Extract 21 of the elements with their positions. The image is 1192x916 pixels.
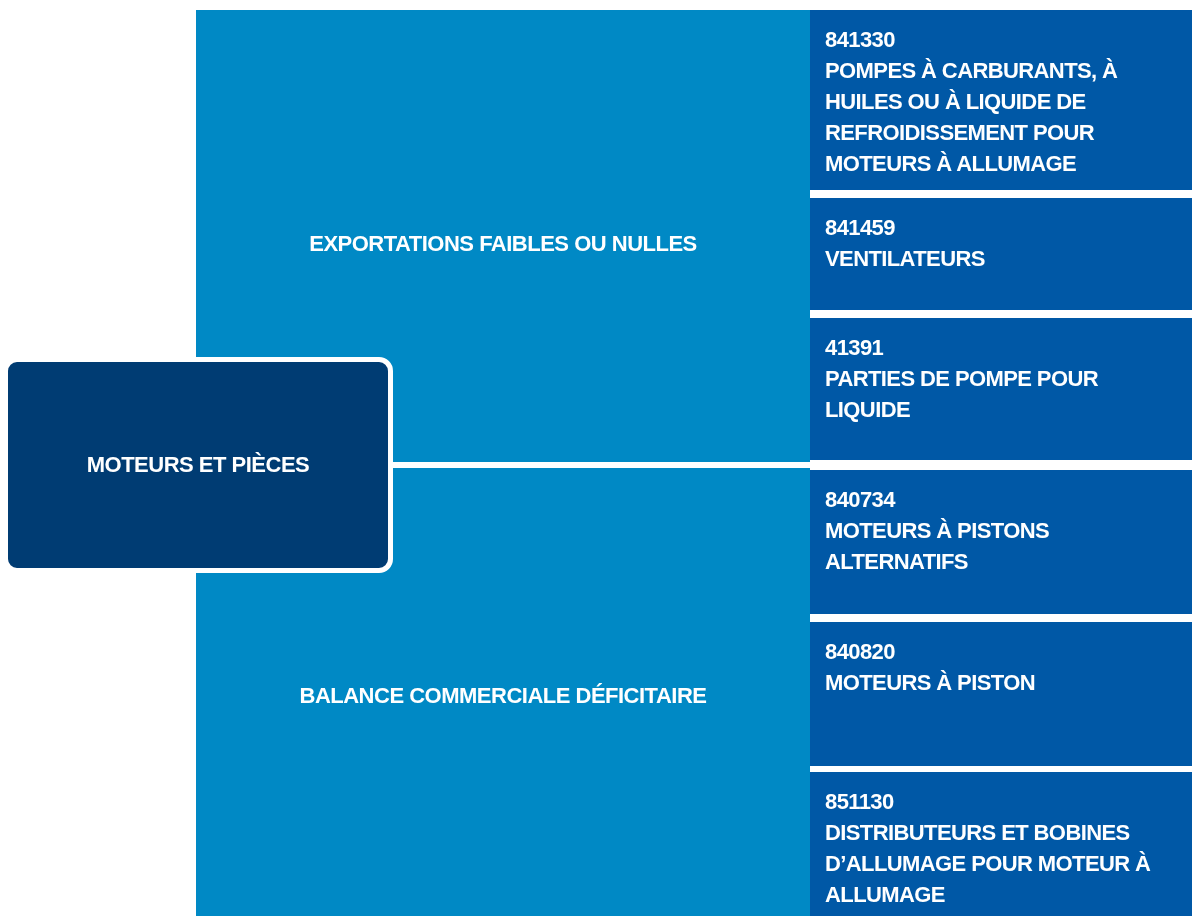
category-label: BALANCE COMMERCIALE DÉFICITAIRE: [298, 683, 708, 709]
product-box: [810, 470, 1192, 614]
category-label: EXPORTATIONS FAIBLES OU NULLES: [308, 231, 698, 257]
product-box: [810, 318, 1192, 460]
product-code: 841459: [825, 214, 896, 242]
product-box: [810, 198, 1192, 310]
product-name: VENTILATEURS: [825, 245, 986, 273]
product-box: [810, 772, 1192, 916]
product-name: PARTIES DE POMPE POUR LIQUIDE: [825, 365, 1100, 424]
product-code: 851130: [825, 788, 895, 816]
product-code: 840820: [825, 638, 896, 666]
product-code: 41391: [825, 334, 885, 362]
root-label: MOTEURS ET PIÈCES: [86, 452, 310, 478]
product-code: 841330: [825, 26, 896, 54]
product-code: 840734: [825, 486, 897, 514]
product-name: DISTRIBUTEURS ET BOBINES D’ALLUMAGE POUR MOTEUR À ALLUMAGE: [825, 819, 1152, 909]
product-box: [810, 622, 1192, 766]
product-name: MOTEURS À PISTON: [825, 669, 1036, 697]
product-box: [810, 10, 1192, 190]
product-name: POMPES À CARBURANTS, À HUILES OU À LIQUIDE DE REFROIDISSEMENT POUR MOTEURS À ALLUMAGE: [825, 57, 1119, 178]
product-name: MOTEURS À PISTONS ALTERNATIFS: [825, 517, 1051, 576]
